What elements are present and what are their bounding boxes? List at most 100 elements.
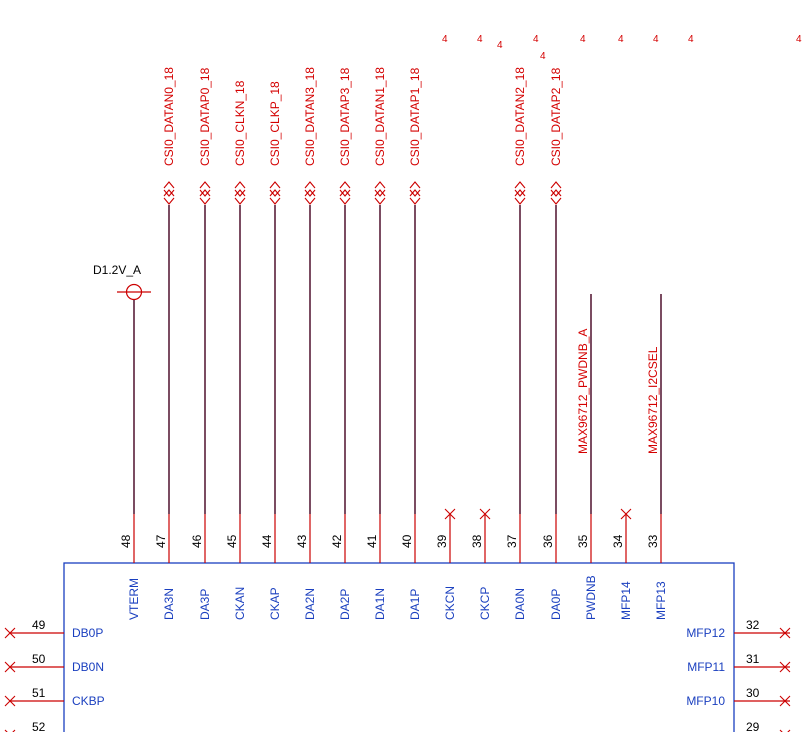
sheet-ref-number: 4 [580,34,586,45]
pin-number: 39 [435,534,449,548]
pin-name: MFP14 [619,581,633,620]
pin-name: PWDNB [584,575,598,620]
net-label: CSI0_DATAN2_18 [513,67,527,166]
pin-number: 33 [646,534,660,548]
no-connect-icon [620,508,632,520]
right-pin: 29 [746,720,791,732]
net-label: CSI0_DATAN0_18 [162,67,176,166]
no-connect-icon [4,661,16,673]
pin-number: 49 [32,618,46,632]
sheet-ref-number: 4 [618,34,624,45]
pin-name: MFP10 [686,694,725,708]
no-connect-icon [779,627,791,639]
pin-name: DA0N [513,588,527,620]
ic-body [63,562,735,732]
pin-number: 51 [32,686,46,700]
sheet-ref-number: 4 [497,40,503,51]
no-connect-icon [444,508,456,520]
pin-name: MFP12 [686,626,725,640]
net-label: CSI0_DATAP1_18 [408,67,422,166]
pin-name: DA3P [198,589,212,620]
offpage-connector-icon [374,181,386,205]
sheet-ref-number: 4 [540,51,546,62]
pin-number: 43 [295,534,309,548]
pin-name: DB0P [72,626,103,640]
sheet-ref-number: 4 [688,34,694,45]
pin-number: 45 [225,534,239,548]
net-label: CSI0_CLKN_18 [233,80,247,166]
net-label: MAX96712_I2CSEL [646,346,660,454]
pin-name: CKBP [72,694,105,708]
pin-number: 40 [400,534,414,548]
pin-name: MFP13 [654,581,668,620]
pin-name: DA2N [303,588,317,620]
no-connect-icon [4,627,16,639]
pin-name: CKAP [268,587,282,620]
pin-number: 29 [746,720,760,732]
offpage-connector-icon [514,181,526,205]
no-connect-icon [779,661,791,673]
pin-number: 52 [32,720,46,732]
sheet-ref-number: 4 [442,34,448,45]
left-pin: 52 [4,720,46,732]
offpage-connector-icon [163,181,175,205]
pin-number: 42 [330,534,344,548]
pin-number: 50 [32,652,46,666]
pin-number: 47 [154,534,168,548]
pin-number: 41 [365,534,379,548]
offpage-connector-icon [234,181,246,205]
pin-name: DA2P [338,589,352,620]
pin-name: MFP11 [687,660,725,674]
pin-number: 31 [746,652,760,666]
sheet-ref-number: 4 [477,34,483,45]
pin-name: CKCN [443,586,457,620]
pin-name: DA1N [373,588,387,620]
pin-name: VTERM [127,578,141,620]
offpage-connector-icon [199,181,211,205]
net-label: CSI0_CLKP_18 [268,81,282,166]
side-pins: 49DB0P50DB0N51CKBP5232MFP1231MFP1130MFP1… [4,618,791,732]
pin-name: DA1P [408,589,422,620]
net-label: CSI0_DATAP2_18 [549,67,563,166]
offpage-connector-icon [339,181,351,205]
offpage-connector-icon [550,181,562,205]
offpage-connector-icon [409,181,421,205]
pin-name: CKCP [478,587,492,620]
pin-number: 30 [746,686,760,700]
pin-name: CKAN [233,587,247,620]
no-connect-icon [779,695,791,707]
sheet-ref-number: 4 [533,34,539,45]
pin-number: 35 [576,534,590,548]
sheet-ref-number: 4 [653,34,659,45]
net-label: CSI0_DATAP3_18 [338,67,352,166]
pin-number: 34 [611,534,625,548]
net-label: MAX96712_PWDNB_A [576,329,590,454]
sheet-ref-number: 4 [796,34,802,45]
pin-name: DA0P [549,589,563,620]
power-symbol-icon [117,283,151,301]
no-connect-icon [479,508,491,520]
pin-number: 44 [260,534,274,548]
offpage-connector-icon [269,181,281,205]
pin-number: 36 [541,534,555,548]
pin-number: 38 [470,534,484,548]
pin-number: 37 [505,534,519,548]
